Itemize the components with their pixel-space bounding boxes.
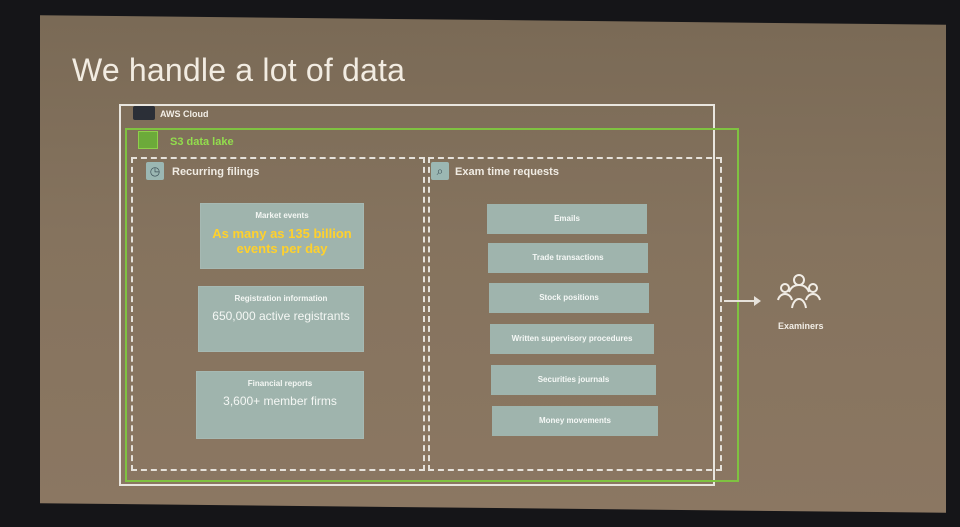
exam-time-requests-group <box>428 157 722 471</box>
s3-data-lake-label: S3 data lake <box>170 136 234 148</box>
request-emails: Emails <box>487 204 647 234</box>
users-icon <box>777 274 821 309</box>
recurring-filings-group <box>131 157 425 471</box>
market-events-card: Market events As many as 135 billion eve… <box>200 203 364 269</box>
market-events-value: As many as 135 billion events per day <box>212 226 352 256</box>
financial-reports-title: Financial reports <box>247 379 313 388</box>
aws-cloud-container <box>119 104 715 486</box>
arrow-head <box>754 296 761 306</box>
exam-time-requests-label: Exam time requests <box>455 166 559 178</box>
financial-reports-card: Financial reports 3,600+ member firms <box>196 371 364 439</box>
registration-information-card: Registration information 650,000 active … <box>198 286 364 352</box>
examiners-label: Examiners <box>778 321 824 331</box>
market-events-title: Market events <box>255 211 309 220</box>
s3-data-lake-container <box>125 128 739 482</box>
aws-cloud-label: AWS Cloud <box>160 109 209 119</box>
request-written-supervisory-procedures: Written supervisory procedures <box>490 324 654 354</box>
search-icon: ⌕ <box>431 162 449 180</box>
request-securities-journals: Securities journals <box>491 365 656 395</box>
financial-reports-value: 3,600+ member firms <box>223 394 337 408</box>
registration-information-title: Registration information <box>234 294 328 303</box>
aws-logo-icon <box>133 106 155 120</box>
s3-bucket-icon <box>138 131 158 149</box>
request-trade-transactions: Trade transactions <box>488 243 648 273</box>
clock-icon: ◷ <box>146 162 164 180</box>
recurring-filings-label: Recurring filings <box>172 166 260 178</box>
request-stock-positions: Stock positions <box>489 283 649 313</box>
registration-information-value: 650,000 active registrants <box>212 309 350 323</box>
slide-title: We handle a lot of data <box>72 52 406 88</box>
arrow-line <box>724 300 758 302</box>
request-money-movements: Money movements <box>492 406 658 436</box>
